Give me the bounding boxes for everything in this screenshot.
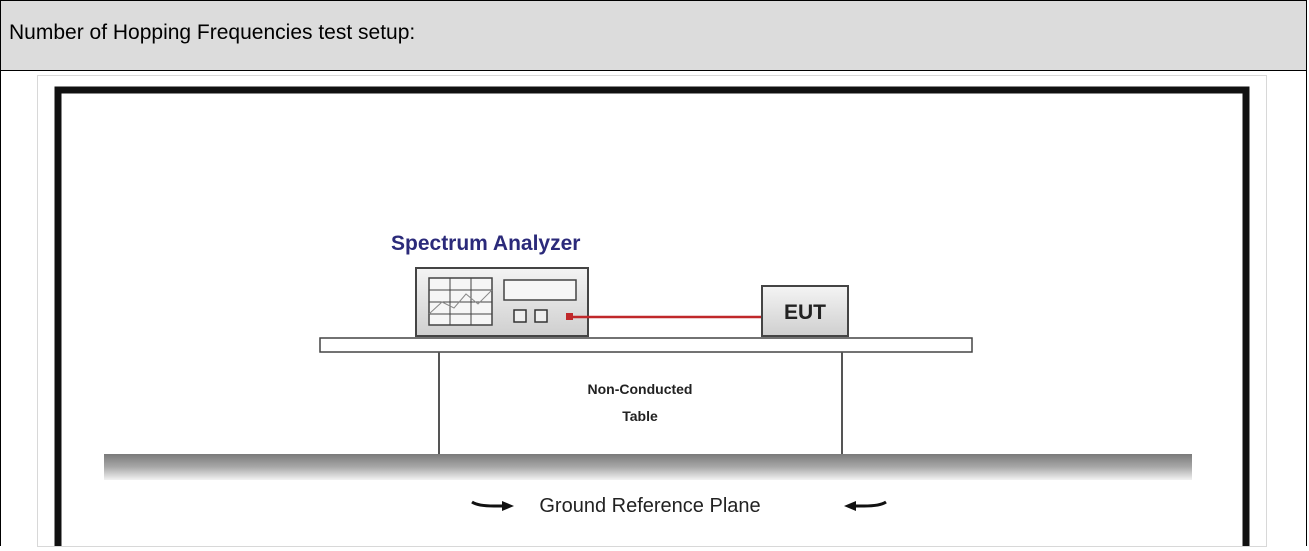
eut-label: EUT (784, 301, 826, 324)
table-label-line2: Table (622, 408, 658, 424)
analyzer-button (534, 309, 548, 323)
ground-plane (104, 454, 1192, 480)
spectrum-analyzer (415, 267, 589, 337)
table-label-line1: Non-Conducted (588, 381, 693, 397)
eut-box: EUT (761, 285, 849, 337)
setup-diagram-frame: Spectrum Analyzer (37, 75, 1267, 551)
rf-port (566, 313, 573, 320)
ground-label: Ground Reference Plane (539, 495, 760, 517)
table-top (319, 337, 973, 353)
analyzer-label: Spectrum Analyzer (391, 232, 580, 255)
header-row: Number of Hopping Frequencies test setup… (1, 1, 1306, 71)
ground-arrow-left (471, 500, 514, 511)
setup-diagram: Spectrum Analyzer (54, 86, 1250, 551)
analyzer-button (513, 309, 527, 323)
section-title: Number of Hopping Frequencies test setup… (9, 21, 416, 44)
analyzer-display (503, 279, 577, 301)
ground-arrow-right (844, 500, 887, 511)
